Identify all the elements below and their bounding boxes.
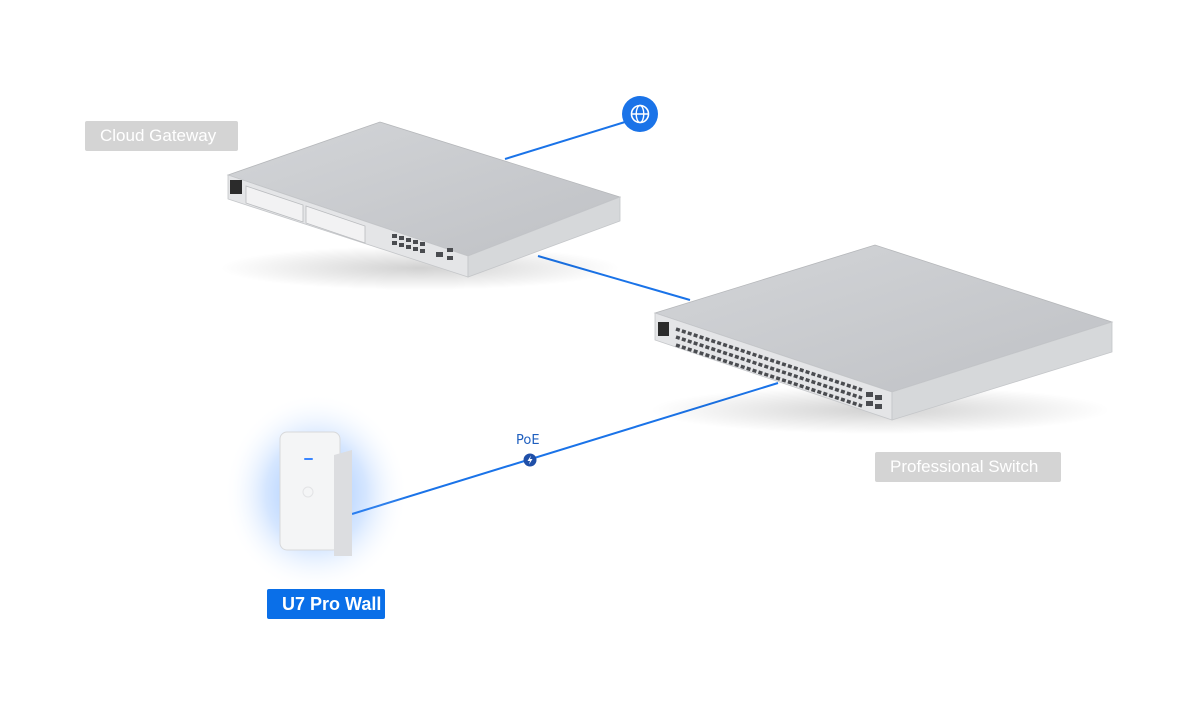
gateway-drive-bay-1 [245, 185, 304, 223]
internet-link [504, 121, 626, 160]
switch-power-button [658, 322, 669, 336]
ap-led [304, 458, 313, 460]
lightning-bolt-icon [523, 453, 537, 467]
gateway-power-button [230, 180, 242, 194]
professional-switch-label: Professional Switch [875, 452, 1061, 482]
cloud-gateway-device [226, 121, 622, 278]
switch-sfp-ports [866, 392, 882, 409]
gateway-drive-bay-2 [305, 205, 366, 244]
globe-icon [622, 96, 658, 132]
u7-pro-wall-device [279, 431, 352, 556]
u7-pro-wall-label: U7 Pro Wall [267, 589, 385, 619]
professional-switch-device [653, 244, 1114, 421]
ap-logo [302, 486, 314, 498]
cloud-gateway-label: Cloud Gateway [85, 121, 238, 151]
switch-port-rows [675, 327, 863, 408]
gateway-port-block [392, 234, 453, 260]
poe-label: PoE [516, 433, 540, 448]
